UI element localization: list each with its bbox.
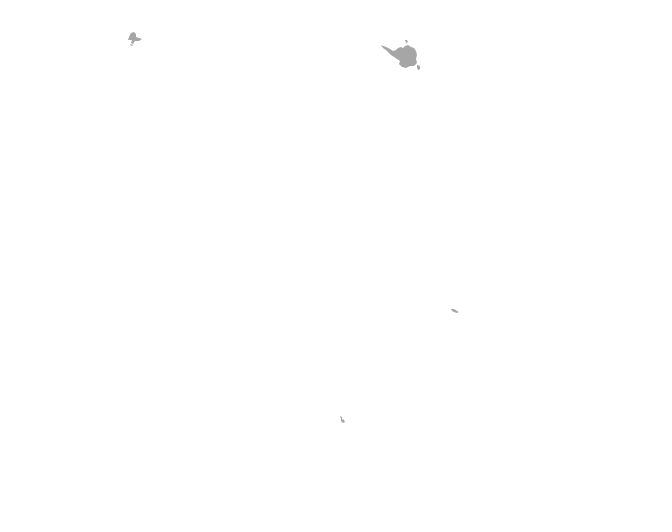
urban-area-south [340,416,345,423]
urban-area-north [381,40,420,70]
urban-area-northwest [128,32,142,46]
urban-area-east [451,309,459,313]
